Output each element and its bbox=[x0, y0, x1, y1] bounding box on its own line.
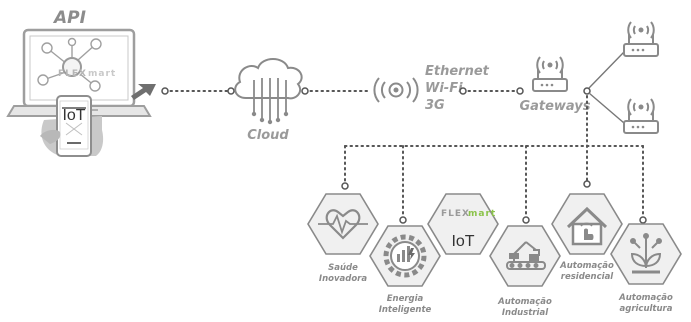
feature-health-line-1: Saúde bbox=[328, 263, 358, 273]
feature-health bbox=[307, 193, 379, 255]
connectivity-wifi: Wi-Fi bbox=[425, 81, 463, 96]
heart-pulse-icon bbox=[318, 209, 368, 240]
gateway-label: Gateways bbox=[519, 99, 590, 114]
connectivity-3g: 3G bbox=[425, 98, 445, 113]
feature-agriculture-line-1: Automação bbox=[618, 293, 673, 303]
network-graph-icon bbox=[37, 37, 102, 92]
laptop-cloud-link bbox=[161, 87, 235, 95]
cloud-icon bbox=[234, 58, 303, 125]
smart-home-icon bbox=[566, 206, 608, 246]
feature-health-line-2: Inovadora bbox=[319, 274, 367, 284]
feature-agriculture-line-2: agricultura bbox=[620, 304, 673, 314]
hub-iot-label: IoT bbox=[451, 233, 474, 250]
feature-agriculture bbox=[610, 223, 682, 285]
hub-brand-prefix: FLEX bbox=[441, 209, 470, 219]
gateway-router-icon bbox=[532, 56, 568, 92]
cloud-signal-link bbox=[301, 87, 371, 95]
feature-residential-line-1: Automação bbox=[559, 261, 614, 271]
gear-energy-icon bbox=[383, 234, 427, 278]
laptop-icon bbox=[6, 28, 152, 117]
phone-in-hand-icon bbox=[40, 95, 104, 157]
cloud-label: Cloud bbox=[247, 128, 289, 143]
feature-residential bbox=[551, 193, 623, 255]
gateway-router-top-icon bbox=[623, 21, 659, 57]
feature-energy bbox=[369, 225, 441, 287]
robot-arm-icon bbox=[506, 241, 546, 270]
feature-industrial-line-1: Automação bbox=[497, 297, 552, 307]
hub-brand-suffix: mart bbox=[468, 209, 496, 219]
plant-icon bbox=[630, 233, 662, 274]
feature-residential-line-2: residencial bbox=[561, 272, 615, 282]
laptop-brand-prefix: FLEX bbox=[58, 69, 87, 79]
phone-iot-label: IoT bbox=[62, 107, 85, 124]
api-label: API bbox=[52, 8, 86, 28]
device-bus-endpoints bbox=[341, 180, 647, 224]
feature-industrial bbox=[489, 225, 561, 287]
feature-energy-line-2: Inteligente bbox=[379, 305, 432, 315]
gateway-router-bottom-icon bbox=[623, 98, 659, 134]
connectivity-ethernet: Ethernet bbox=[425, 64, 490, 79]
feature-energy-line-1: Energia bbox=[387, 294, 424, 304]
gateway-branches bbox=[583, 51, 625, 124]
wireless-signal-icon bbox=[373, 77, 419, 103]
arrow-icon bbox=[131, 84, 156, 100]
signal-gateway-link bbox=[459, 87, 524, 95]
feature-industrial-line-2: Industrial bbox=[502, 308, 549, 318]
device-bus bbox=[344, 95, 644, 219]
laptop-brand-suffix: mart bbox=[88, 69, 116, 79]
